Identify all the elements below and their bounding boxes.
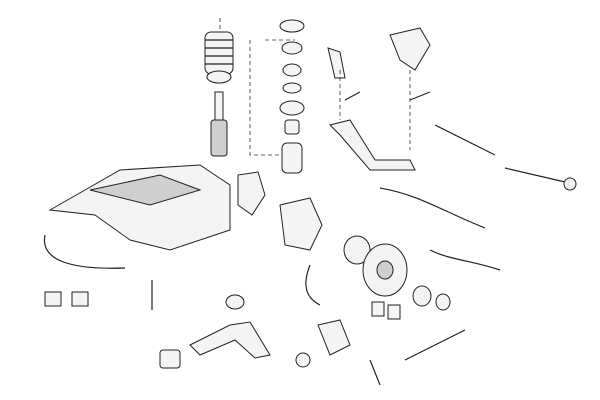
guide-line [339,70,411,150]
brake-pad[interactable] [371,301,385,317]
wheel-hub[interactable] [343,235,371,265]
brake-caliper[interactable] [317,319,351,356]
tie-rod-short-right[interactable] [409,91,431,101]
steering-rack-rod[interactable] [379,187,486,229]
stabilizer-bushing[interactable] [44,291,62,307]
assembly-guide-line [219,18,295,156]
ball-joint-lower[interactable] [295,352,311,368]
spring-seat[interactable] [206,70,232,84]
bump-stop-boot[interactable] [281,142,303,174]
link-arm[interactable] [327,47,346,79]
brake-hose[interactable] [369,359,381,386]
brake-dust-shield[interactable] [279,197,323,251]
subframe[interactable] [48,164,231,251]
tie-rod[interactable] [434,124,496,156]
brake-pad-2[interactable] [387,304,401,320]
ball-joint[interactable] [563,177,577,191]
abs-sensor-rod[interactable] [404,329,466,361]
arm-bushing[interactable] [159,349,181,369]
tie-rod-short[interactable] [344,91,361,101]
control-arm-bushing[interactable] [225,294,245,310]
coil-spring[interactable] [204,31,234,75]
abs-sensor-cable-right[interactable] [429,249,501,271]
shock-absorber[interactable] [210,91,228,157]
steering-gear-mount[interactable] [389,27,431,71]
center-link[interactable] [329,119,416,171]
stabilizer-bushing-2[interactable] [71,291,89,307]
abs-sensor-cable[interactable] [305,264,321,306]
bushing[interactable] [412,285,432,307]
subframe-shading [89,174,202,206]
strut-mount-stack[interactable] [279,19,305,135]
steering-knuckle[interactable] [237,171,266,216]
bushing-2[interactable] [435,293,451,311]
lower-control-arm[interactable] [189,321,271,359]
brake-disc-center [376,260,394,280]
stabilizer-bar[interactable] [43,234,126,269]
tie-rod-end[interactable] [504,167,566,183]
